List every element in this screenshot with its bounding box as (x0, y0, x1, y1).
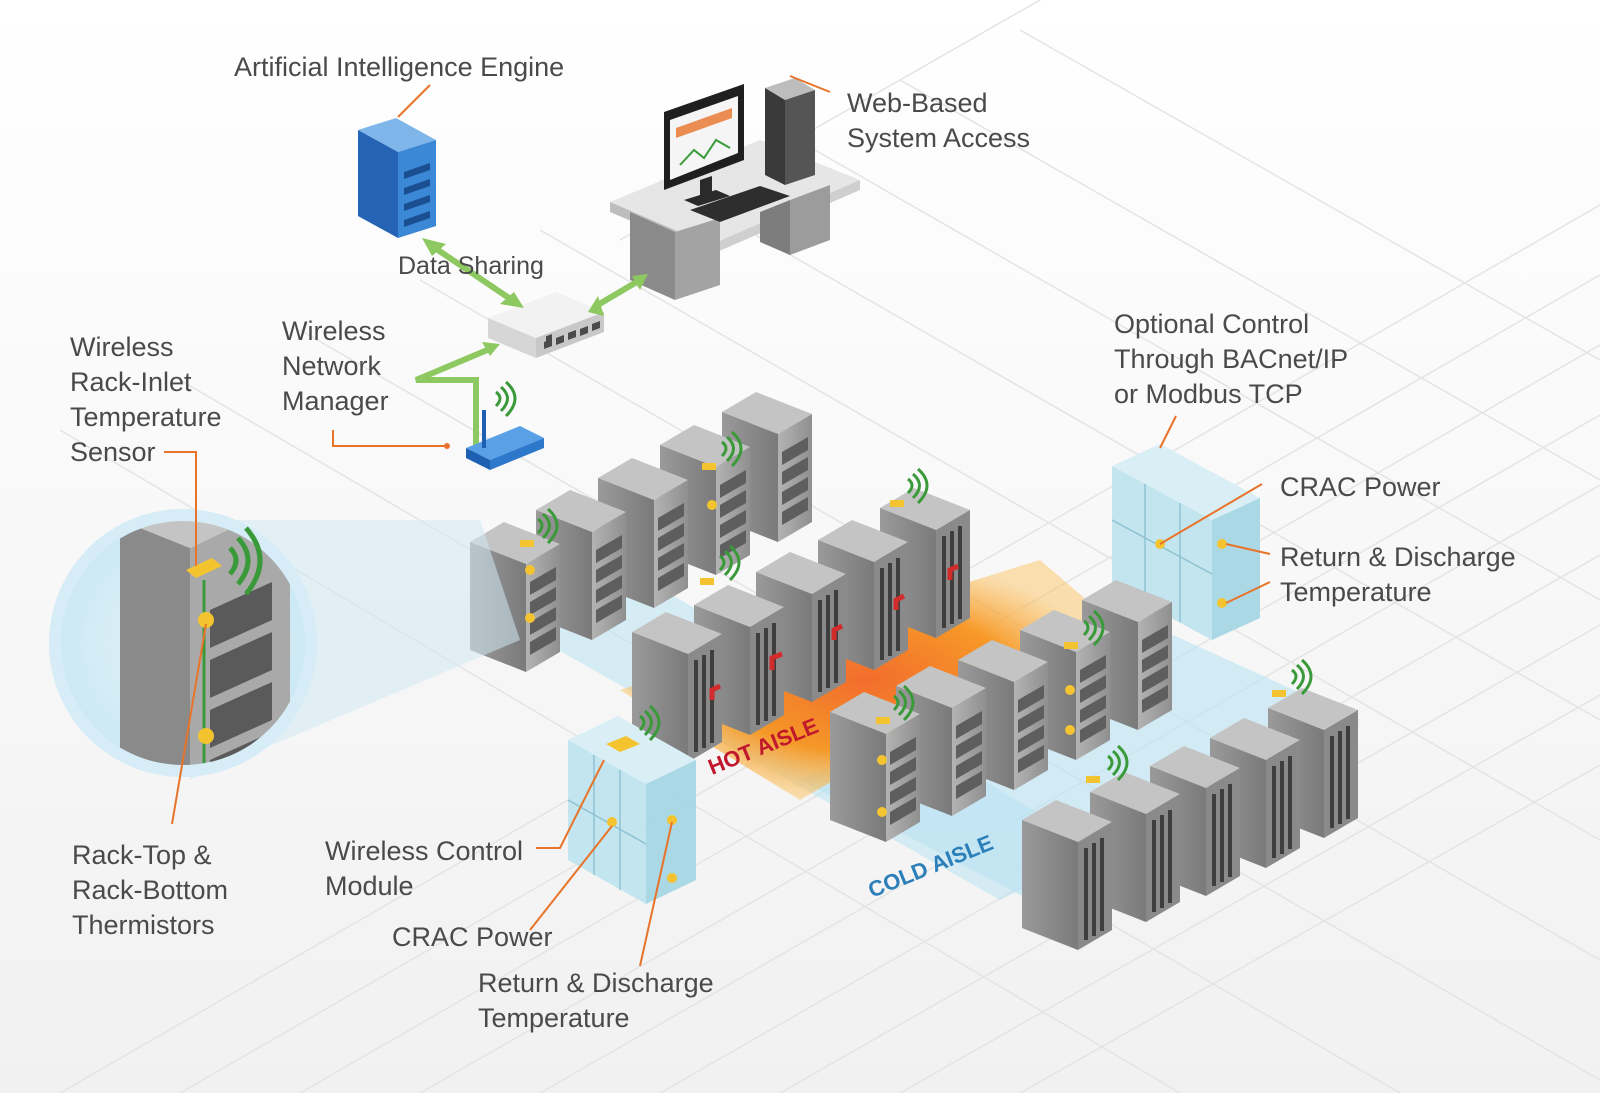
keyboard (690, 186, 790, 222)
thermistors-label-line1: Rack-Top & (72, 840, 212, 870)
web-access-label-line2: System Access (847, 123, 1030, 153)
ai-engine-leader (397, 84, 431, 118)
return-discharge-right-label-line1: Return & Discharge (1280, 542, 1516, 572)
crac-power-right-label: CRAC Power (1280, 472, 1441, 502)
network-manager-label-line2: Network (282, 351, 382, 381)
control-module-leader (536, 759, 605, 849)
data-sharing-arrows (414, 243, 643, 459)
control-module-label-line2: Module (325, 871, 414, 901)
crac-power-bottom-leader (529, 825, 613, 931)
crac-power-right-leader (1159, 483, 1263, 545)
ai-engine-server (358, 118, 436, 238)
crac-unit-left (567, 716, 696, 904)
network-manager-label-line1: Wireless (282, 316, 386, 346)
hot-air-arrows (709, 563, 960, 700)
network-manager-leader (332, 430, 445, 447)
rack-sensor-label-line2: Rack-Inlet (70, 367, 192, 397)
crac-power-bottom-label: CRAC Power (392, 922, 553, 952)
thermistors-label-line2: Rack-Bottom (72, 875, 228, 905)
thermistors-label-line3: Thermistors (72, 910, 215, 940)
cold-aisle-band (800, 620, 1360, 900)
wireless-router (466, 410, 544, 470)
network-manager-dot (444, 443, 450, 449)
hot-aisle-band (620, 560, 1110, 800)
rack-sensor-label-line1: Wireless (70, 332, 174, 362)
data-sharing-label: Data Sharing (398, 252, 544, 280)
monitor (664, 84, 744, 206)
web-access-label-line1: Web-Based (847, 88, 988, 118)
ai-engine-label: Artificial Intelligence Engine (234, 52, 564, 82)
rack-sensor-label-line4: Sensor (70, 437, 156, 467)
magnifier-wifi-icon (228, 526, 263, 596)
return-right-leader-2 (1225, 581, 1271, 604)
tower-pc (765, 78, 815, 185)
magnified-rack (120, 521, 290, 765)
rack-sensor-leader (164, 451, 197, 566)
arrow-heads (422, 238, 648, 356)
optional-control-label-line3: or Modbus TCP (1114, 379, 1303, 409)
return-right-leader-1 (1225, 543, 1271, 555)
optional-control-leader (1159, 415, 1177, 449)
return-discharge-bottom-label-line1: Return & Discharge (478, 968, 714, 998)
optional-control-label-line1: Optional Control (1114, 309, 1309, 339)
control-module-label-line1: Wireless Control (325, 836, 523, 866)
network-manager-label-line3: Manager (282, 386, 389, 416)
optional-control-label-line2: Through BACnet/IP (1114, 344, 1348, 374)
rack-sensor-label-line3: Temperature (70, 402, 222, 432)
thermistors-leader (171, 623, 207, 825)
network-switch (488, 292, 604, 358)
return-discharge-right-label-line2: Temperature (1280, 577, 1432, 607)
web-access-leader (789, 75, 831, 93)
return-bottom-leader (639, 821, 673, 967)
return-discharge-bottom-label-line2: Temperature (478, 1003, 630, 1033)
